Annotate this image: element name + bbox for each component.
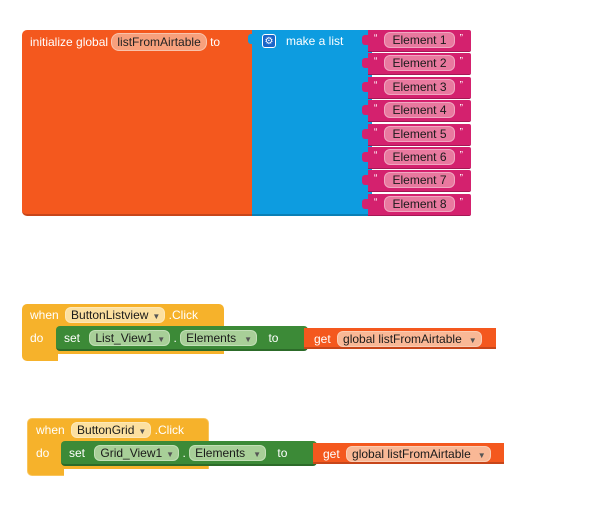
- text-string-block[interactable]: “ Element 7 ”: [362, 170, 471, 193]
- chevron-down-icon: ▼: [157, 335, 166, 344]
- block-connector-tab: [362, 58, 368, 69]
- init-to-label: to: [210, 35, 221, 49]
- text-string-block[interactable]: “ Element 4 ”: [362, 100, 471, 123]
- list-input-tab: [248, 34, 254, 44]
- chevron-down-icon: ▼: [468, 336, 477, 345]
- event2-variable-dropdown[interactable]: global listFromAirtable▼: [346, 446, 491, 462]
- text-string-block[interactable]: “ Element 1 ”: [362, 30, 471, 52]
- event2-set-label: set: [69, 446, 86, 460]
- text-value-field[interactable]: Element 5: [384, 125, 455, 142]
- gear-icon[interactable]: ⚙: [262, 34, 276, 48]
- block-connector-tab: [362, 175, 368, 186]
- event2-do-label: do: [36, 446, 50, 460]
- event1-header: when ButtonListview▼ .Click: [30, 307, 198, 323]
- get-global-variable-block-2[interactable]: get global listFromAirtable▼: [313, 443, 504, 464]
- event2-target-dropdown[interactable]: Grid_View1▼: [94, 445, 180, 461]
- chevron-down-icon: ▼: [166, 450, 175, 459]
- text-string-block[interactable]: “ Element 6 ”: [362, 147, 471, 169]
- open-quote: “: [374, 150, 378, 161]
- close-quote: ”: [459, 79, 463, 91]
- event2-statement-gap: [64, 469, 209, 476]
- chevron-down-icon: ▼: [138, 427, 147, 436]
- text-value-field[interactable]: Element 6: [384, 149, 455, 165]
- close-quote: ”: [459, 196, 463, 208]
- chevron-down-icon: ▼: [152, 312, 161, 321]
- event1-event-label: .Click: [168, 308, 199, 322]
- close-quote: ”: [459, 103, 463, 115]
- text-value-field[interactable]: Element 3: [384, 78, 455, 95]
- block-connector-tab: [362, 105, 368, 116]
- event2-header: when ButtonGrid▼ .Click: [36, 422, 184, 438]
- event1-do-label: do: [30, 331, 44, 345]
- open-quote: “: [374, 33, 378, 44]
- text-value-field[interactable]: Element 4: [384, 102, 455, 119]
- text-string-block[interactable]: “ Element 8 ”: [362, 193, 471, 216]
- text-string-block[interactable]: “ Element 3 ”: [362, 76, 471, 99]
- block-connector-tab: [362, 81, 368, 92]
- event1-property-dropdown[interactable]: Elements▼: [180, 330, 258, 346]
- event1-statement-gap: [58, 354, 224, 361]
- event1-set-row: set List_View1▼ . Elements▼ to: [64, 330, 278, 346]
- event1-set-label: set: [64, 331, 81, 345]
- open-quote: “: [374, 56, 378, 68]
- event2-get-row: get global listFromAirtable▼: [323, 446, 491, 462]
- block-connector-tab: [362, 198, 368, 209]
- event1-get-row: get global listFromAirtable▼: [314, 331, 482, 347]
- text-value-field[interactable]: Element 1: [384, 32, 455, 48]
- event2-when-label: when: [36, 423, 65, 437]
- block-connector-tab: [362, 128, 368, 139]
- text-value-field[interactable]: Element 2: [384, 55, 455, 72]
- open-quote: “: [374, 79, 378, 91]
- open-quote: “: [374, 196, 378, 208]
- event2-property-dropdown[interactable]: Elements▼: [189, 445, 267, 461]
- event2-event-label: .Click: [154, 423, 185, 437]
- text-string-block[interactable]: “ Element 2 ”: [362, 53, 471, 76]
- open-quote: “: [374, 173, 378, 185]
- close-quote: ”: [459, 126, 463, 138]
- event2-get-label: get: [323, 447, 340, 461]
- make-list-label: make a list: [286, 34, 344, 48]
- event1-dot: .: [173, 331, 177, 345]
- close-quote: ”: [459, 56, 463, 68]
- event1-when-label: when: [30, 308, 59, 322]
- event2-to-label: to: [277, 446, 288, 460]
- event1-get-label: get: [314, 332, 331, 346]
- chevron-down-icon: ▼: [477, 451, 486, 460]
- chevron-down-icon: ▼: [253, 450, 262, 459]
- text-value-field[interactable]: Element 7: [384, 172, 455, 189]
- make-a-list-block[interactable]: ⚙ make a list: [248, 30, 372, 216]
- open-quote: “: [374, 126, 378, 138]
- event2-set-row: set Grid_View1▼ . Elements▼ to: [69, 445, 287, 461]
- event1-variable-dropdown[interactable]: global listFromAirtable▼: [337, 331, 482, 347]
- event1-component-dropdown[interactable]: ButtonListview▼: [65, 307, 166, 323]
- close-quote: ”: [459, 150, 463, 161]
- get-global-variable-block-1[interactable]: get global listFromAirtable▼: [304, 328, 496, 349]
- event2-component-dropdown[interactable]: ButtonGrid▼: [71, 422, 152, 438]
- global-variable-name-field[interactable]: listFromAirtable: [111, 33, 207, 51]
- chevron-down-icon: ▼: [244, 335, 253, 344]
- initialize-global-block[interactable]: initialize global listFromAirtable to: [22, 30, 256, 216]
- open-quote: “: [374, 103, 378, 115]
- block-connector-tab: [362, 35, 368, 45]
- set-list-view1-elements-block[interactable]: set List_View1▼ . Elements▼ to: [56, 326, 308, 351]
- set-grid-view1-elements-block[interactable]: set Grid_View1▼ . Elements▼ to: [61, 441, 317, 466]
- text-string-block[interactable]: “ Element 5 ”: [362, 123, 471, 146]
- block-connector-tab: [362, 152, 368, 162]
- text-value-field[interactable]: Element 8: [384, 195, 455, 212]
- close-quote: ”: [459, 33, 463, 44]
- init-keyword: initialize global: [30, 35, 109, 49]
- event1-to-label: to: [268, 331, 279, 345]
- event2-dot: .: [182, 446, 186, 460]
- init-label-row: initialize global listFromAirtable to: [30, 33, 220, 51]
- event1-target-dropdown[interactable]: List_View1▼: [89, 330, 171, 346]
- close-quote: ”: [459, 173, 463, 185]
